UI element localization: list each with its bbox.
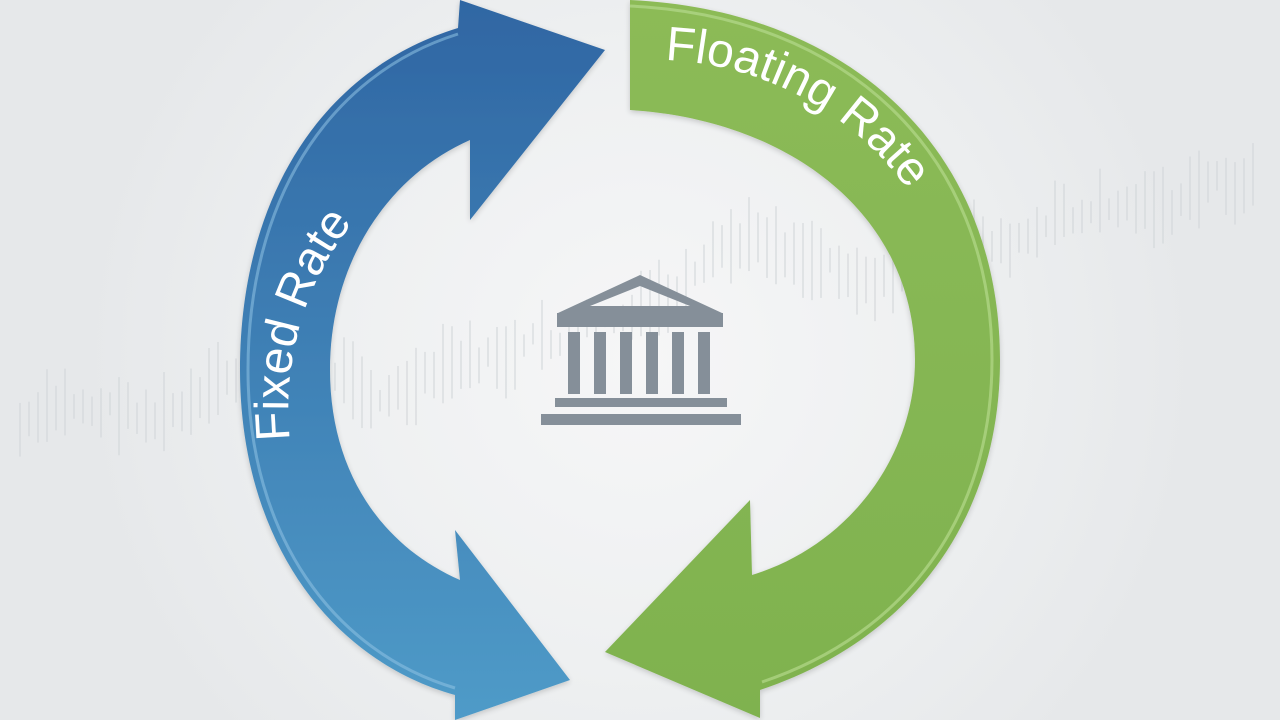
- bank-icon: [541, 275, 741, 425]
